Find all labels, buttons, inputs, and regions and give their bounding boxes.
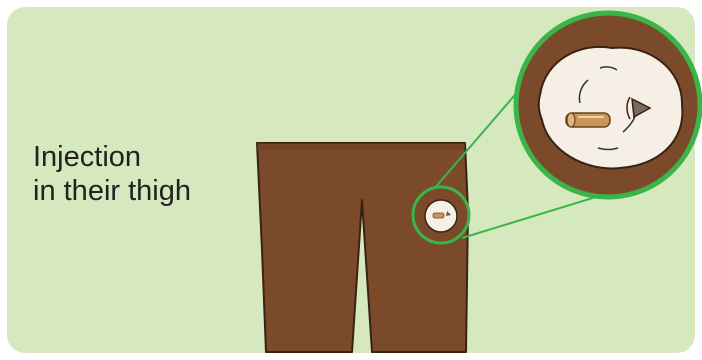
magnified-view bbox=[516, 13, 700, 197]
trousers bbox=[257, 143, 468, 352]
needle-icon bbox=[566, 113, 610, 127]
injection-site-icon bbox=[413, 187, 469, 243]
